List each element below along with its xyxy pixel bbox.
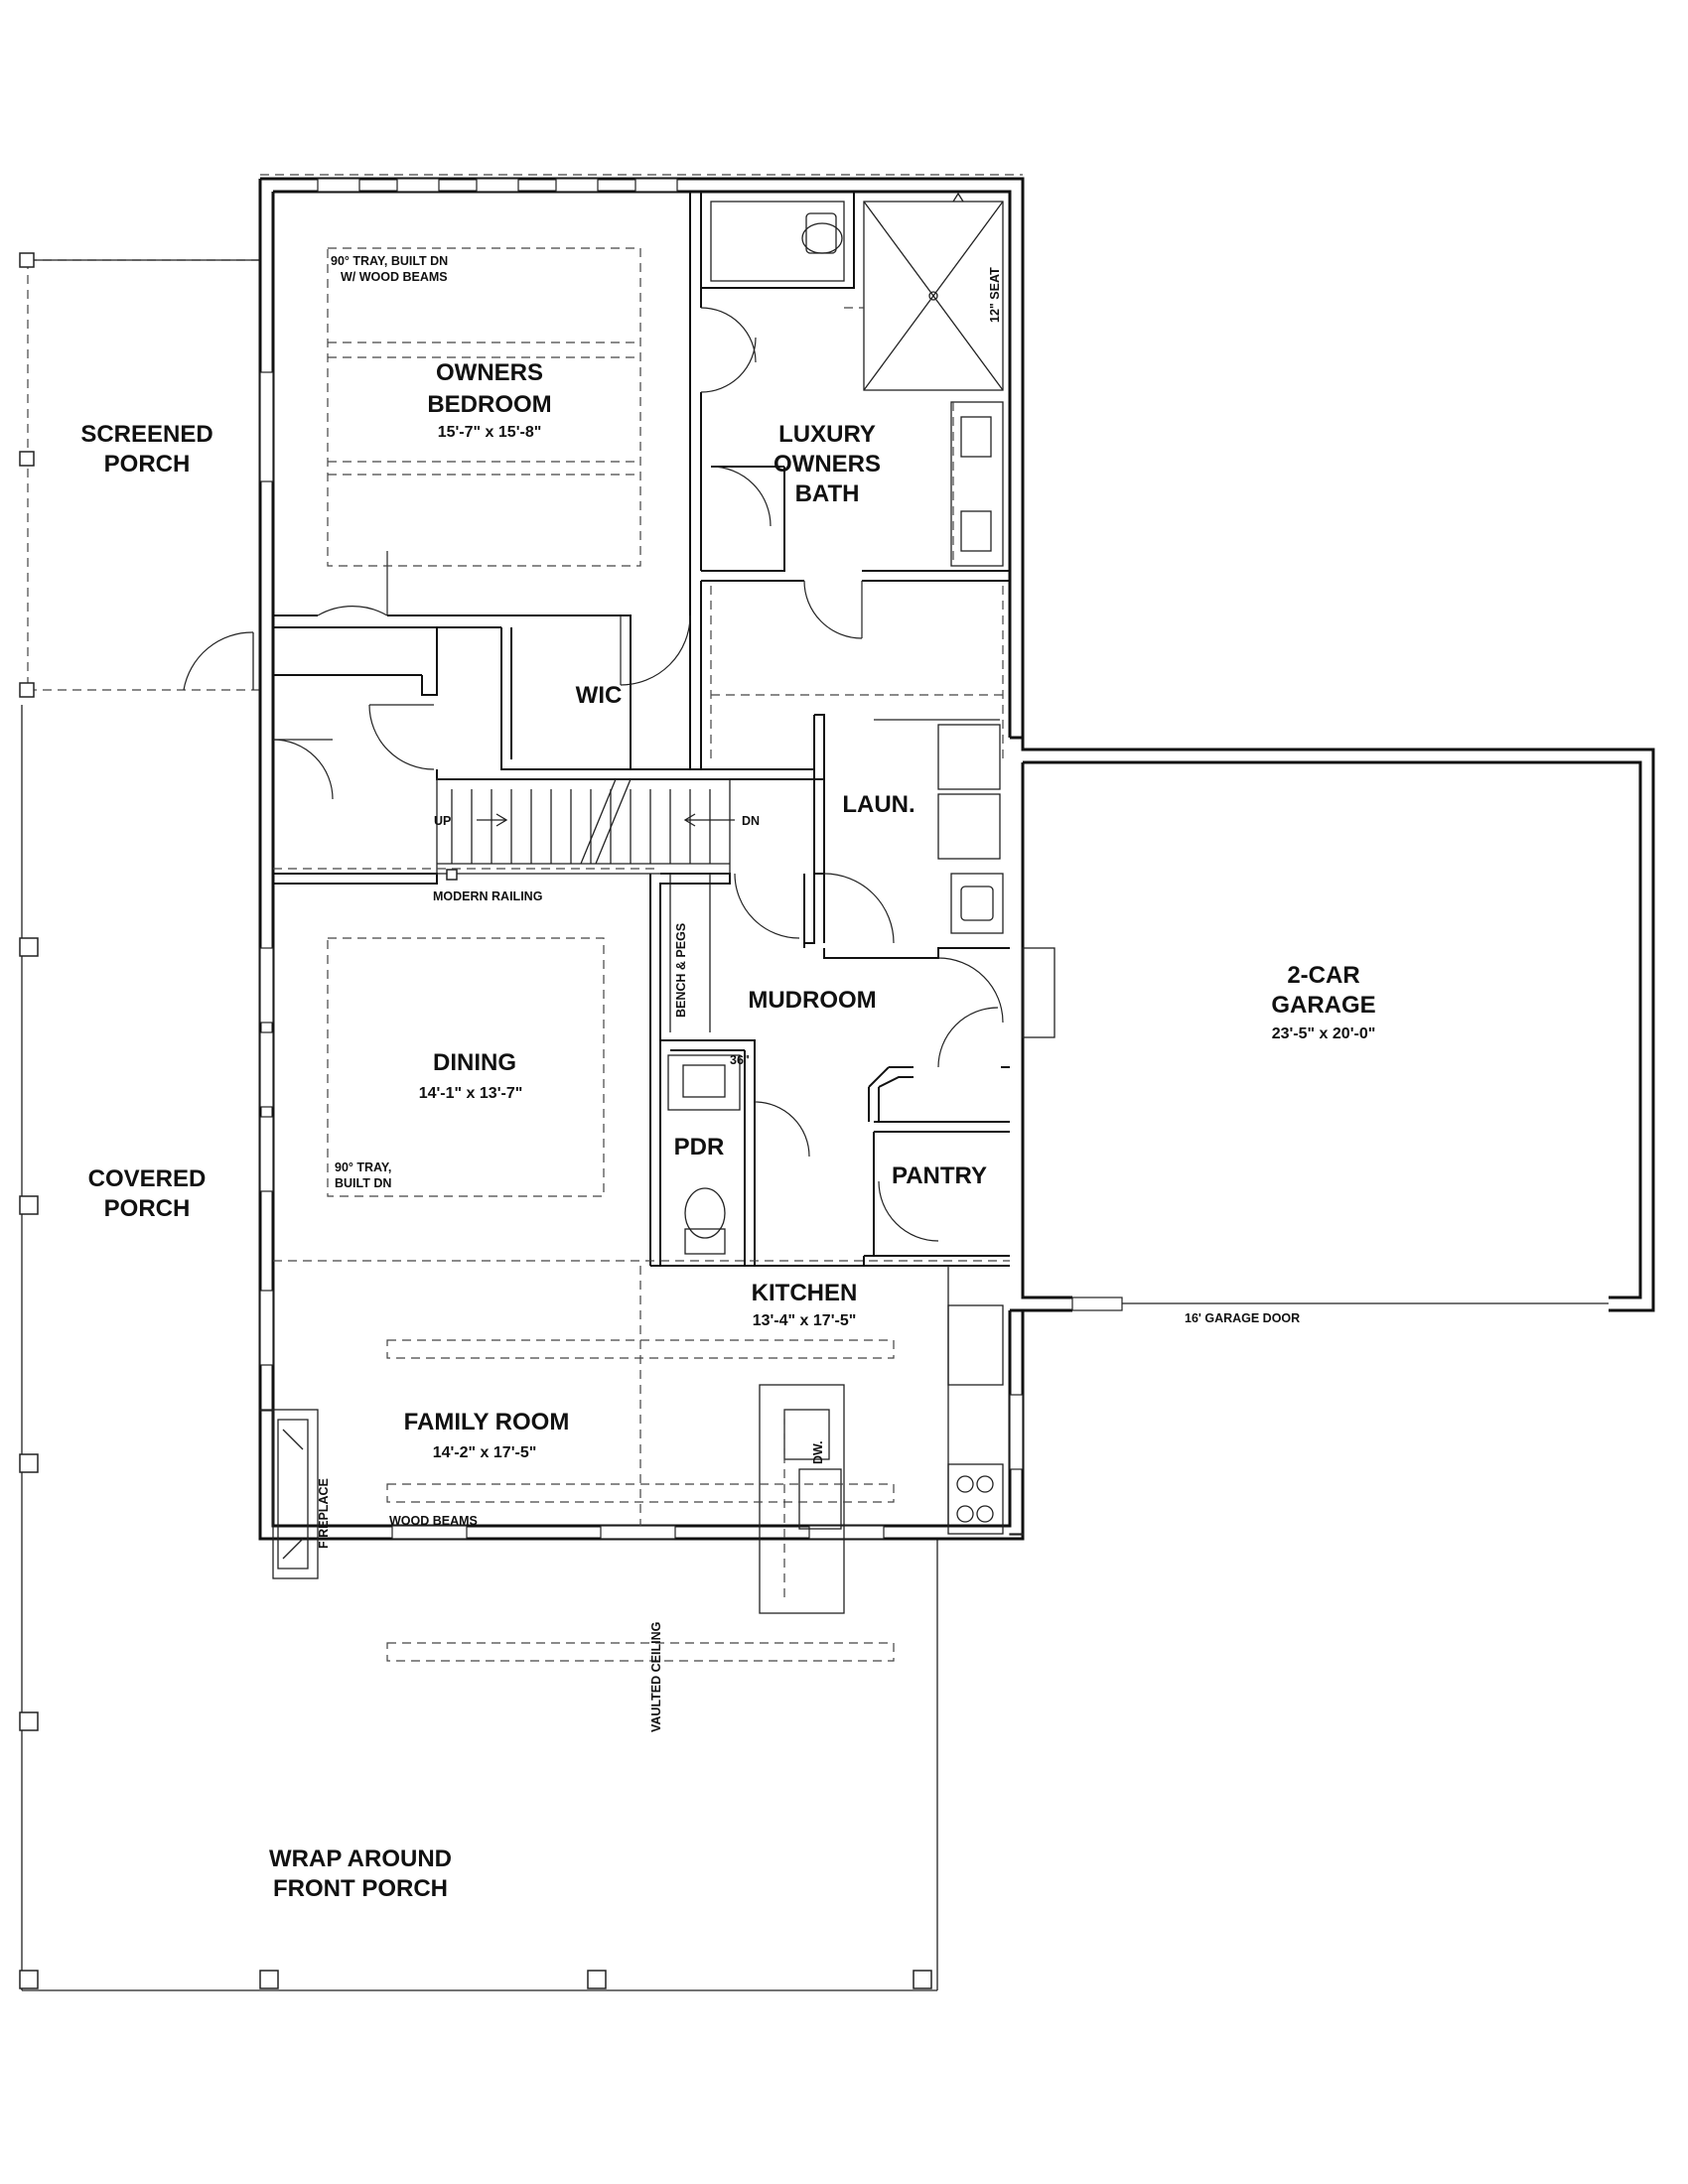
owners-bedroom-label-2: BEDROOM [427, 391, 551, 418]
pdr-fixtures [667, 874, 741, 1255]
family-room-label: FAMILY ROOM [404, 1409, 570, 1435]
exterior-walls [258, 174, 1655, 1541]
ceiling-lines [273, 247, 1010, 1662]
pdr-vanity-label: 36" [730, 1053, 750, 1067]
door-swings [272, 307, 1055, 1242]
laundry-fixtures [874, 719, 1004, 934]
bedroom-ceiling-note-1: 90° TRAY, BUILT DN [331, 254, 448, 268]
screened-porch-outline [19, 252, 260, 698]
front-porch-label-1: WRAP AROUND [269, 1845, 452, 1872]
bedroom-ceiling-note-2: W/ WOOD BEAMS [341, 270, 448, 284]
garage-dims: 23'-5" x 20'-0" [1272, 1025, 1376, 1042]
stair-down-label: DN [742, 814, 760, 828]
laundry-label: LAUN. [842, 791, 914, 818]
covered-porch-label-1: COVERED [88, 1165, 207, 1192]
kitchen-fixtures [759, 1266, 1004, 1614]
dining-ceiling-note-1: 90° TRAY, [335, 1160, 391, 1174]
dining-ceiling-note-2: BUILT DN [335, 1176, 391, 1190]
kitchen-dims: 13'-4" x 17'-5" [753, 1312, 857, 1329]
family-room-dims: 14'-2" x 17'-5" [433, 1444, 537, 1461]
pantry-label: PANTRY [892, 1162, 987, 1189]
owners-bedroom-label-1: OWNERS [436, 359, 543, 386]
pdr-label: PDR [674, 1134, 725, 1160]
staircase [436, 778, 735, 881]
shower-seat-label: 12" SEAT [988, 267, 1002, 323]
fireplace-label: FIREPLACE [317, 1478, 331, 1549]
vaulted-ceiling-label: VAULTED CEILING [649, 1622, 663, 1732]
wic-label: WIC [576, 682, 623, 709]
owners-bedroom-dims: 15'-7" x 15'-8" [438, 424, 542, 441]
fireplace [272, 1409, 319, 1579]
bench-pegs-label: BENCH & PEGS [674, 923, 688, 1018]
garage-label-1: 2-CAR [1287, 962, 1359, 989]
garage-label-2: GARAGE [1271, 992, 1375, 1019]
owners-bath-label-3: BATH [795, 480, 860, 507]
railing-label: MODERN RAILING [433, 889, 542, 903]
screened-porch-label-2: PORCH [104, 451, 191, 478]
screened-porch-label-1: SCREENED [80, 421, 212, 448]
front-porch-label-2: FRONT PORCH [273, 1875, 448, 1902]
dishwasher-label: DW. [811, 1440, 825, 1464]
mudroom-label: MUDROOM [748, 987, 876, 1014]
bath-fixtures [710, 192, 1004, 567]
wrap-around-porch-outline [19, 705, 938, 1991]
dining-label: DINING [433, 1049, 516, 1076]
dining-dims: 14'-1" x 13'-7" [419, 1085, 523, 1102]
wood-beams-label: WOOD BEAMS [389, 1514, 478, 1528]
garage-door-label: 16' GARAGE DOOR [1185, 1311, 1300, 1325]
stair-up-label: UP [434, 814, 451, 828]
owners-bath-label-1: LUXURY [778, 421, 876, 448]
covered-porch-label-2: PORCH [104, 1195, 191, 1222]
owners-bath-label-2: OWNERS [774, 451, 881, 478]
room-labels: SCREENED PORCH 90° TRAY, BUILT DN W/ WOO… [80, 254, 1375, 1902]
kitchen-label: KITCHEN [752, 1280, 858, 1306]
interior-walls [273, 192, 1010, 1267]
